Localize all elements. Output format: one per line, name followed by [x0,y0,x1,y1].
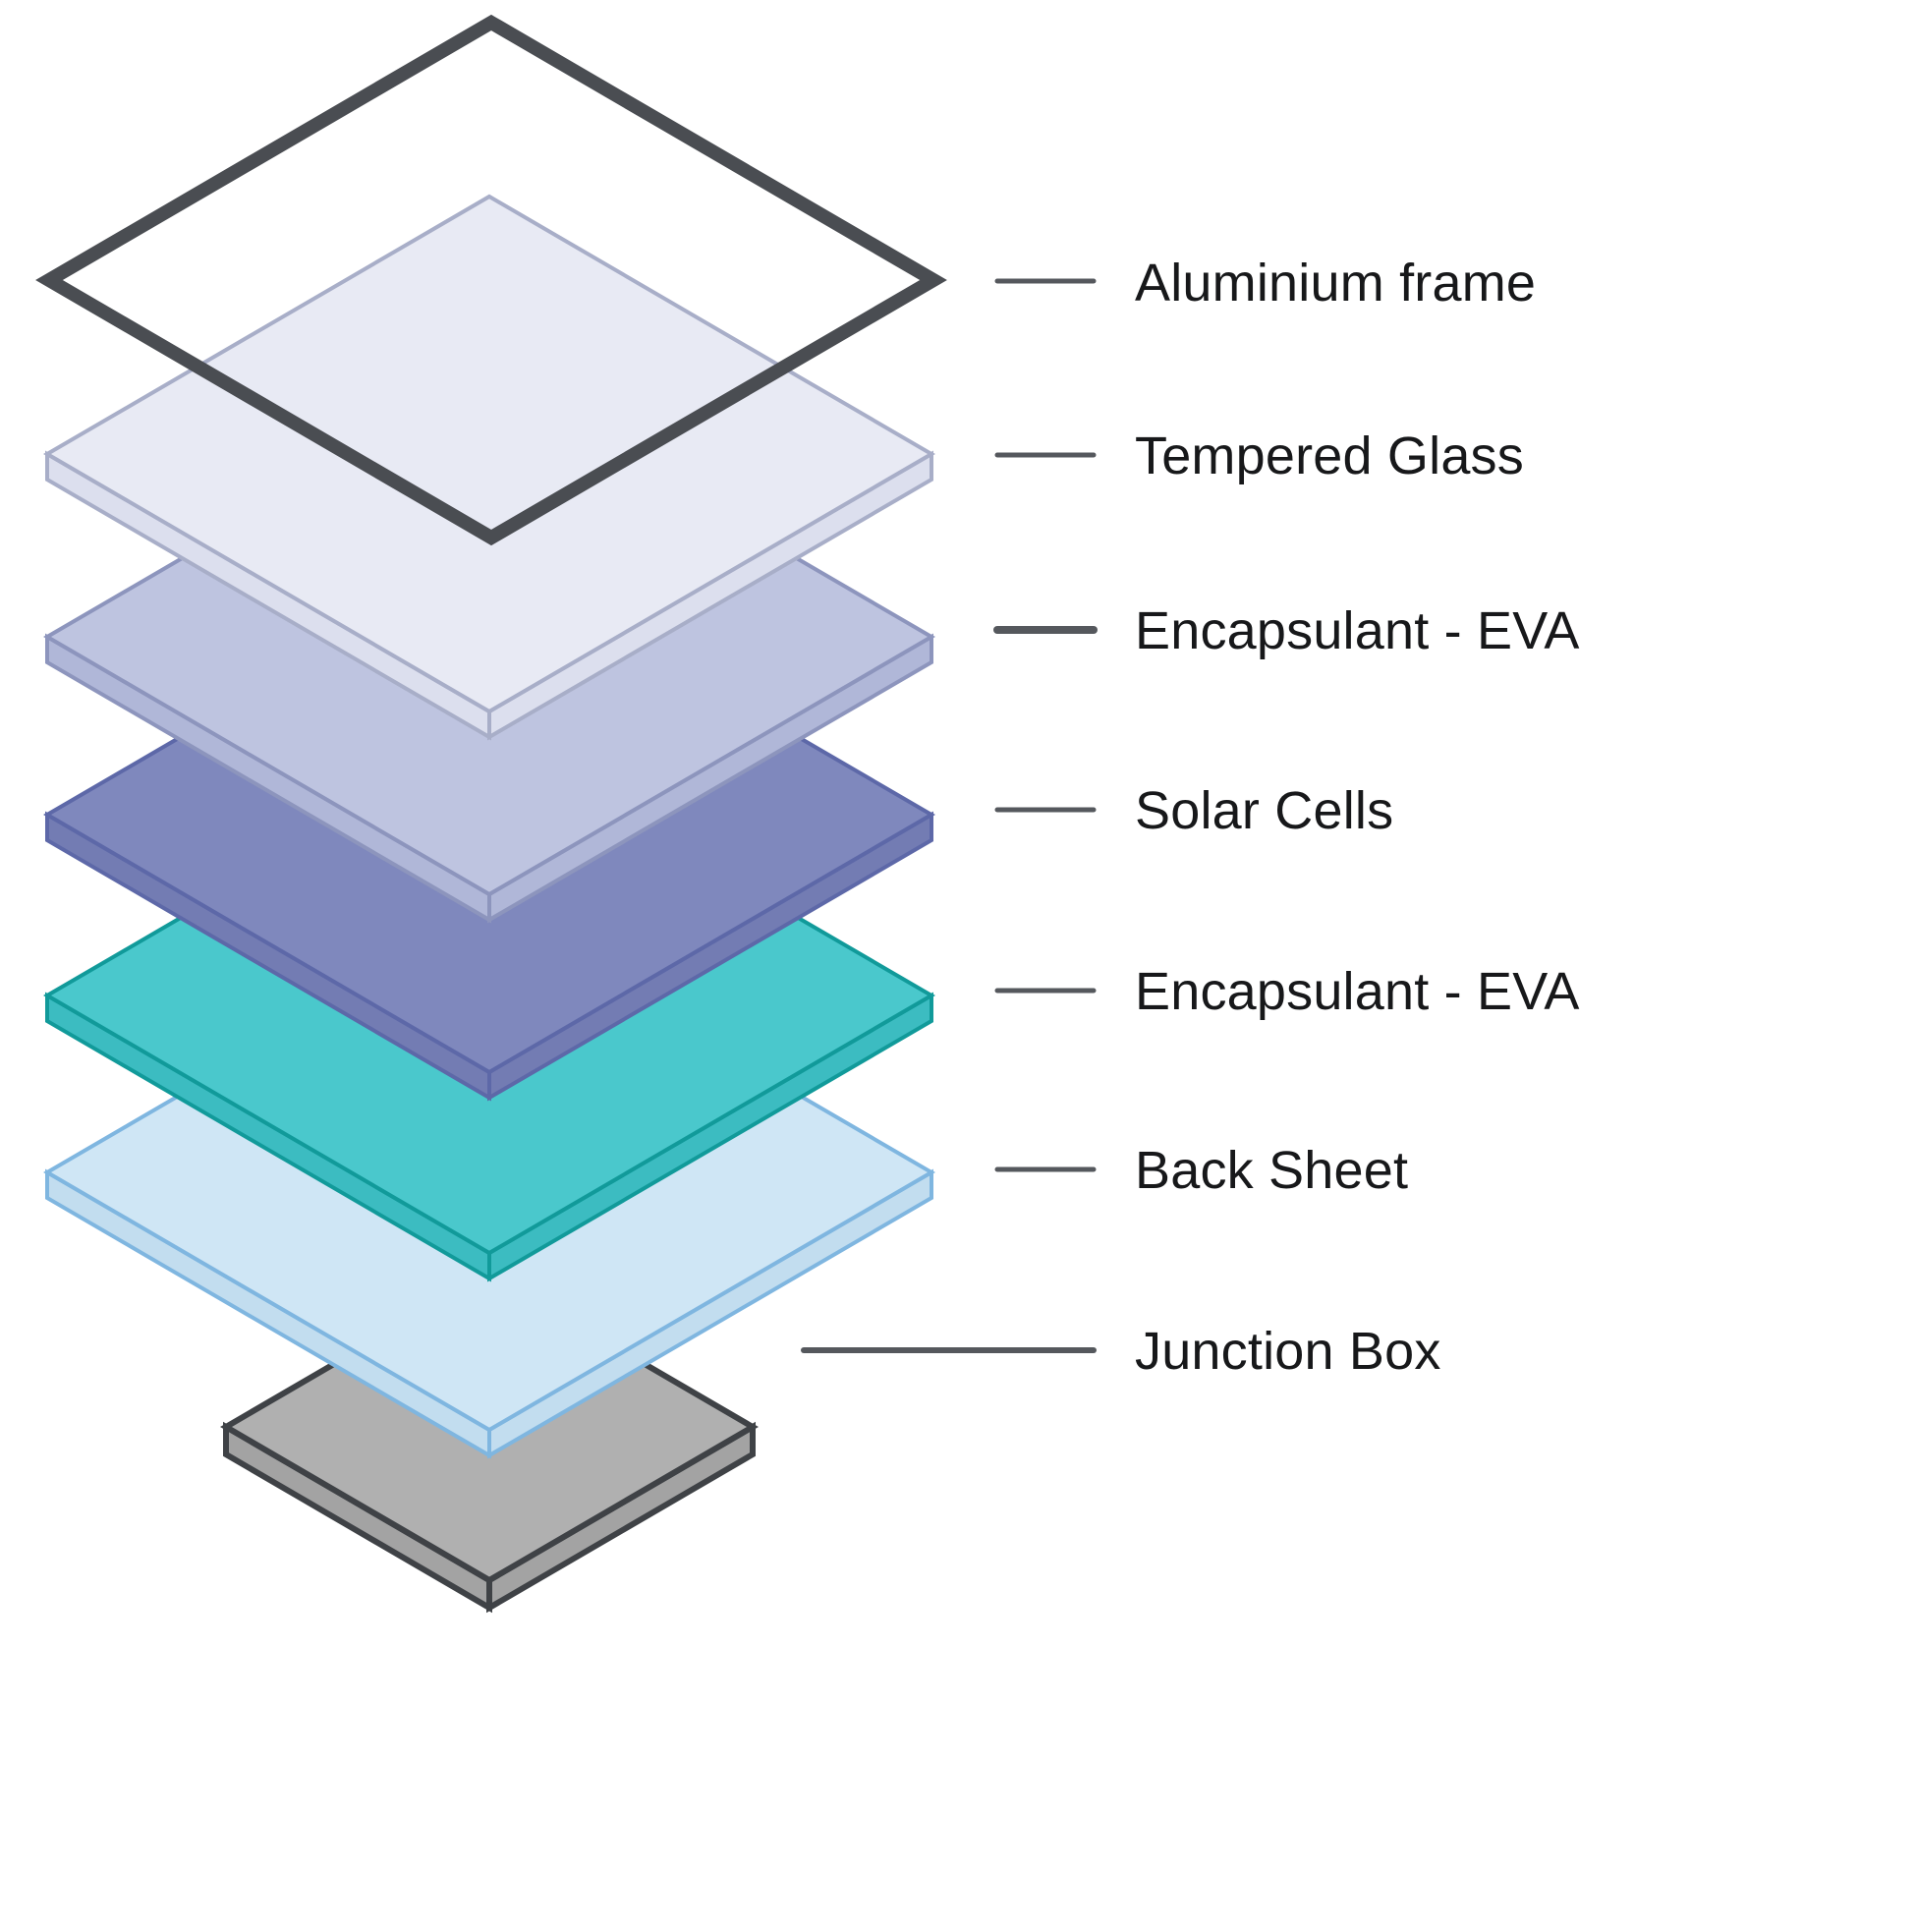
layer-tempered-glass [43,194,935,741]
leader-lines-group [801,278,1098,1353]
layer-label-encapsulant-eva-top: Encapsulant - EVA [1135,601,1580,660]
layer-label-solar-cells: Solar Cells [1135,781,1394,840]
layer-stack-group [35,14,947,1614]
layer-label-back-sheet: Back Sheet [1135,1141,1409,1200]
layer-label-aluminium-frame: Aluminium frame [1135,254,1537,313]
layer-label-tempered-glass: Tempered Glass [1135,426,1524,485]
layer-label-encapsulant-eva-bottom: Encapsulant - EVA [1135,962,1580,1021]
layer-label-junction-box: Junction Box [1135,1322,1441,1381]
frame-outline [35,14,947,546]
layer-aluminium-frame [35,14,947,546]
